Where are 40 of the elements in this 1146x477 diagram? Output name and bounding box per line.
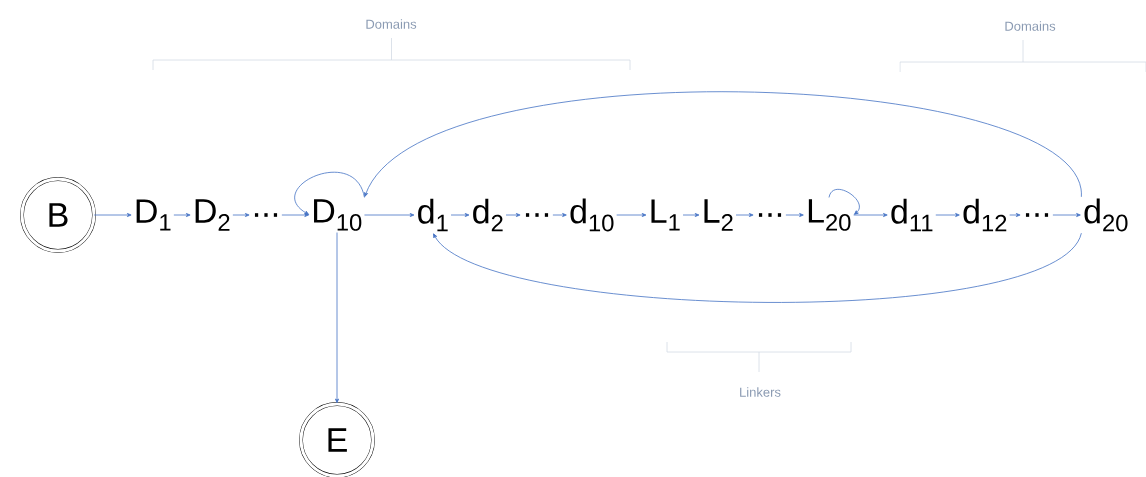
state-label: L$_{2}$ [704, 199, 733, 231]
bracket-label: Linkers [740, 387, 781, 397]
arrow [935, 213, 960, 217]
arrow [335, 232, 339, 404]
state-label: d$_{2}$ [473, 198, 503, 232]
state-label: ... [254, 213, 278, 217]
bracket-label: Domains [366, 19, 417, 29]
state-label: ... [525, 213, 549, 217]
state-label: d$_{11}$ [891, 198, 933, 232]
arrow [294, 171, 365, 215]
arrow [364, 91, 1082, 198]
arrow [281, 213, 309, 217]
arrow [93, 213, 132, 217]
arrow [232, 213, 250, 217]
arrow [450, 213, 470, 217]
bracket-label: Domains [1005, 21, 1056, 31]
arrow [616, 213, 647, 217]
arrow [828, 189, 860, 215]
arrow [1052, 213, 1081, 217]
arrow [735, 213, 754, 217]
state-label: d$_{20}$ [1084, 198, 1128, 232]
arrow [505, 213, 521, 217]
state-label: d$_{12}$ [963, 198, 1007, 232]
arrow [785, 213, 804, 217]
arrow [173, 213, 191, 217]
state-label: d$_{1}$ [418, 198, 448, 232]
arrow [1009, 213, 1021, 217]
arrow [552, 213, 567, 217]
arrow [433, 232, 1082, 303]
state-label: D$_{1}$ [136, 199, 171, 231]
arrow [682, 213, 700, 217]
state-label: D$_{2}$ [195, 199, 230, 231]
state-label: L$_{20}$ [808, 199, 851, 231]
arrow [853, 213, 888, 217]
state-label: ... [758, 213, 782, 217]
arrow [364, 213, 415, 217]
state-label: ... [1025, 213, 1049, 217]
state-label: d$_{10}$ [570, 198, 614, 232]
state-label: L$_{1}$ [651, 199, 680, 231]
state-label: D$_{10}$ [314, 199, 362, 231]
